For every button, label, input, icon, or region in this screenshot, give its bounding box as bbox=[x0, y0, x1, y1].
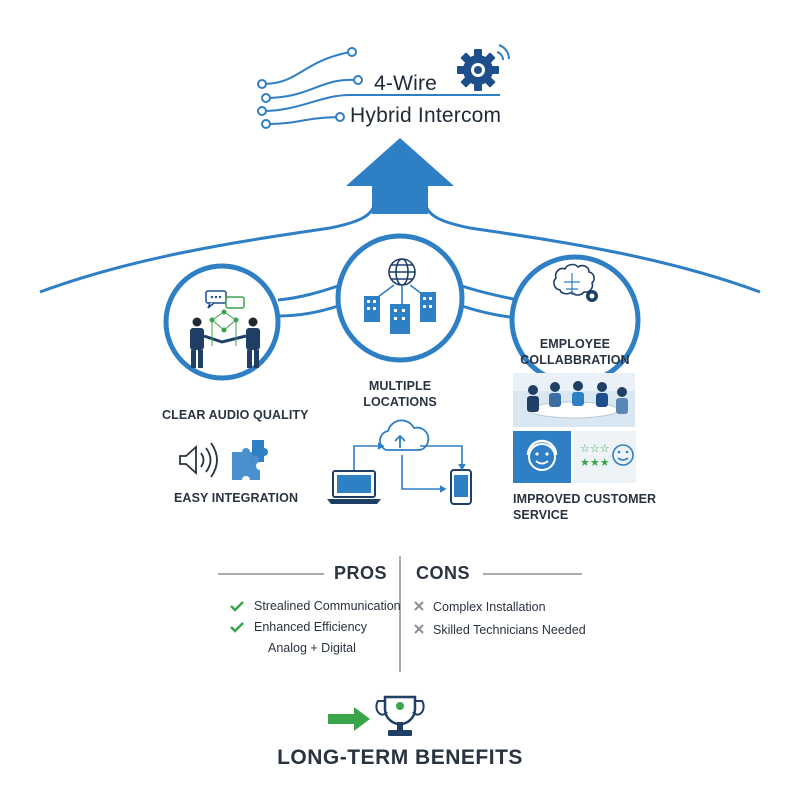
left-circle bbox=[163, 263, 281, 381]
pros-item-2: Enhanced Efficiency bbox=[254, 620, 368, 634]
puzzle-icon bbox=[232, 440, 268, 480]
up-arrow-icon bbox=[39, 138, 761, 294]
x-icon bbox=[414, 601, 424, 634]
title-line-1: 4-Wire bbox=[374, 72, 438, 95]
check-icon bbox=[230, 601, 244, 633]
pros-item-1: Strealined Communication bbox=[254, 599, 401, 613]
trophy-icon bbox=[375, 695, 425, 736]
improved-service-label: IMPROVED CUSTOMER SERVICE bbox=[513, 491, 656, 523]
gear-wifi-icon bbox=[457, 44, 510, 91]
center-circle bbox=[335, 233, 465, 363]
phone-icon bbox=[450, 469, 472, 505]
title-line-2: Hybrid Intercom bbox=[350, 104, 502, 127]
globe-network-icon bbox=[377, 258, 427, 304]
cons-item-1: Complex Installation bbox=[433, 600, 546, 614]
multiple-locations-line-2: LOCATIONS bbox=[363, 395, 437, 409]
svg-text:☆☆☆: ☆☆☆ bbox=[580, 442, 610, 455]
easy-integration-label: EASY INTEGRATION bbox=[174, 491, 299, 505]
flow-arrows bbox=[353, 442, 466, 493]
employee-collab-line-1: EMPLOYEE bbox=[539, 337, 611, 351]
long-term-benefits-title: LONG-TERM BENEFITS bbox=[277, 746, 523, 769]
rating-smiley-icon: ☆☆☆ ★★★ bbox=[574, 431, 636, 483]
right-arrow-icon bbox=[328, 707, 370, 731]
pros-cons-dividers bbox=[218, 556, 582, 672]
cloud-icon bbox=[379, 419, 430, 451]
employee-collab-label: EMPLOYEE COLLABBRATION bbox=[510, 336, 640, 368]
cons-heading: CONS bbox=[416, 563, 471, 583]
clear-audio-label: CLEAR AUDIO QUALITY bbox=[162, 408, 309, 422]
buildings-icon bbox=[364, 292, 436, 334]
circuit-lines-icon bbox=[257, 47, 500, 129]
meeting-photo bbox=[513, 373, 635, 427]
employee-collab-line-2: COLLABBRATION bbox=[520, 353, 630, 367]
chat-bubbles-icon bbox=[205, 290, 245, 309]
multiple-locations-line-1: MULTIPLE bbox=[368, 379, 432, 393]
speaker-icon bbox=[179, 442, 218, 478]
handshake-icon bbox=[190, 309, 260, 368]
laptop-icon bbox=[327, 470, 381, 504]
improved-service-line-2: SERVICE bbox=[513, 508, 569, 522]
svg-text:★★★: ★★★ bbox=[580, 456, 610, 469]
multiple-locations-label: MULTIPLE LOCATIONS bbox=[340, 378, 460, 410]
improved-service-line-1: IMPROVED CUSTOMER bbox=[513, 492, 657, 506]
pros-heading: PROS bbox=[334, 563, 388, 583]
cons-item-2: Skilled Technicians Needed bbox=[433, 623, 586, 637]
pros-item-3: Analog + Digital bbox=[268, 641, 356, 655]
brain-gear-icon bbox=[553, 263, 598, 302]
headset-smiley-icon bbox=[513, 431, 571, 483]
